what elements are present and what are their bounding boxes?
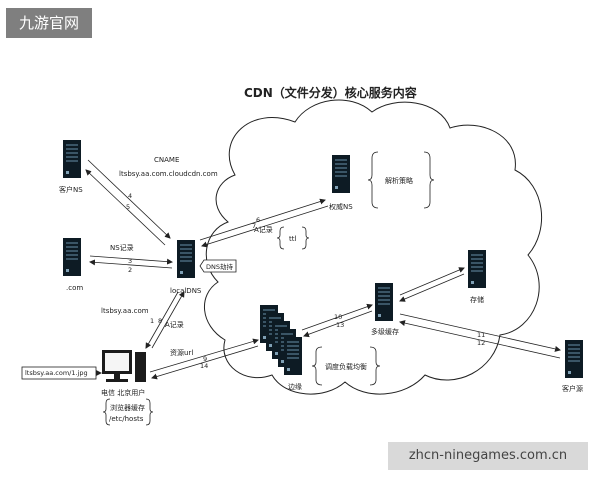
auth-ns-label: 权威NS	[329, 202, 353, 211]
cdn-cloud	[204, 99, 542, 395]
cname-domain-label: ltsbsy.aa.com.cloudcdn.com	[119, 170, 218, 178]
ttl-label: ttl	[289, 235, 296, 243]
auth-ns-server	[332, 155, 350, 193]
browser-cache-label: 浏览器缓存	[110, 403, 145, 412]
dns-hijack-label: DNS劫持	[206, 262, 233, 271]
step-number: 6	[256, 216, 260, 224]
a-record-user-label: A记录	[165, 321, 184, 329]
resource-url-label: 资源url	[170, 348, 193, 357]
watermark-top: 九游官网	[6, 8, 92, 38]
storage-server	[468, 250, 486, 288]
step-number: 11	[477, 331, 485, 339]
cname-label: CNAME	[154, 156, 179, 164]
a-record-auth-label: A记录	[254, 226, 273, 234]
origin-server	[565, 340, 583, 378]
multi-cache-label: 多级缓存	[371, 327, 399, 336]
step-number: 4	[128, 192, 132, 200]
edge-lb-label: 调度负载均衡	[325, 362, 367, 371]
step-number: 2	[128, 266, 132, 274]
step-number: 12	[477, 339, 485, 347]
com-label: .com	[66, 284, 83, 292]
watermark-bottom: zhcn-ninegames.com.cn	[388, 442, 588, 470]
multi-cache-server	[375, 283, 393, 321]
customer-ns-server	[63, 140, 81, 178]
storage-label: 存储	[470, 295, 484, 304]
url-input-label: ltsbsy.aa.com/1.jpg	[25, 369, 88, 377]
local-dns-label: localDNS	[170, 287, 202, 295]
step-number: 8	[158, 317, 162, 325]
com-server	[63, 238, 81, 276]
local-dns-server	[177, 240, 195, 278]
edge-server	[284, 337, 302, 375]
step-number: 1	[150, 317, 154, 325]
user-computer	[102, 350, 146, 382]
user-label: 电信 北京用户	[101, 388, 145, 397]
ns-record-label: NS记录	[110, 244, 134, 252]
origin-label: 客户源	[562, 384, 583, 393]
step-number: 10	[334, 313, 342, 321]
hosts-label: /etc/hosts	[109, 415, 144, 423]
edge-label: 边缘	[288, 382, 302, 391]
step-number: 14	[200, 362, 208, 370]
diagram-title: CDN（文件分发）核心服务内容	[244, 86, 417, 100]
step-number: 5	[126, 203, 130, 211]
step-number: 7	[252, 222, 256, 230]
user-domain-label: ltsbsy.aa.com	[101, 307, 149, 315]
step-number: 13	[336, 321, 344, 329]
customer-ns-label: 客户NS	[59, 185, 83, 194]
resolve-policy-label: 解析策略	[385, 176, 413, 185]
step-number: 3	[128, 257, 132, 265]
step-number: 9	[203, 355, 207, 363]
